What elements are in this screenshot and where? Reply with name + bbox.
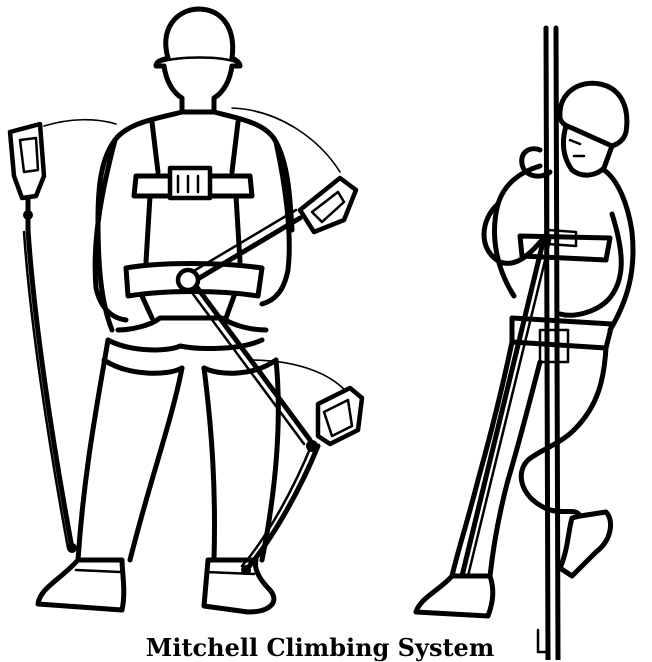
figure-caption: Mitchell Climbing System	[0, 633, 652, 662]
climber-lower-boot	[416, 576, 493, 616]
standing-climber	[38, 9, 292, 612]
caption-text: Mitchell Climbing System	[146, 633, 494, 662]
climber-raised-boot	[560, 512, 611, 576]
chest-buckle	[170, 168, 210, 198]
chest-harness	[134, 122, 252, 262]
climber-helmet	[560, 83, 627, 146]
left-boot	[38, 560, 124, 610]
right-boot	[204, 560, 274, 612]
climbing-climber	[416, 83, 633, 616]
